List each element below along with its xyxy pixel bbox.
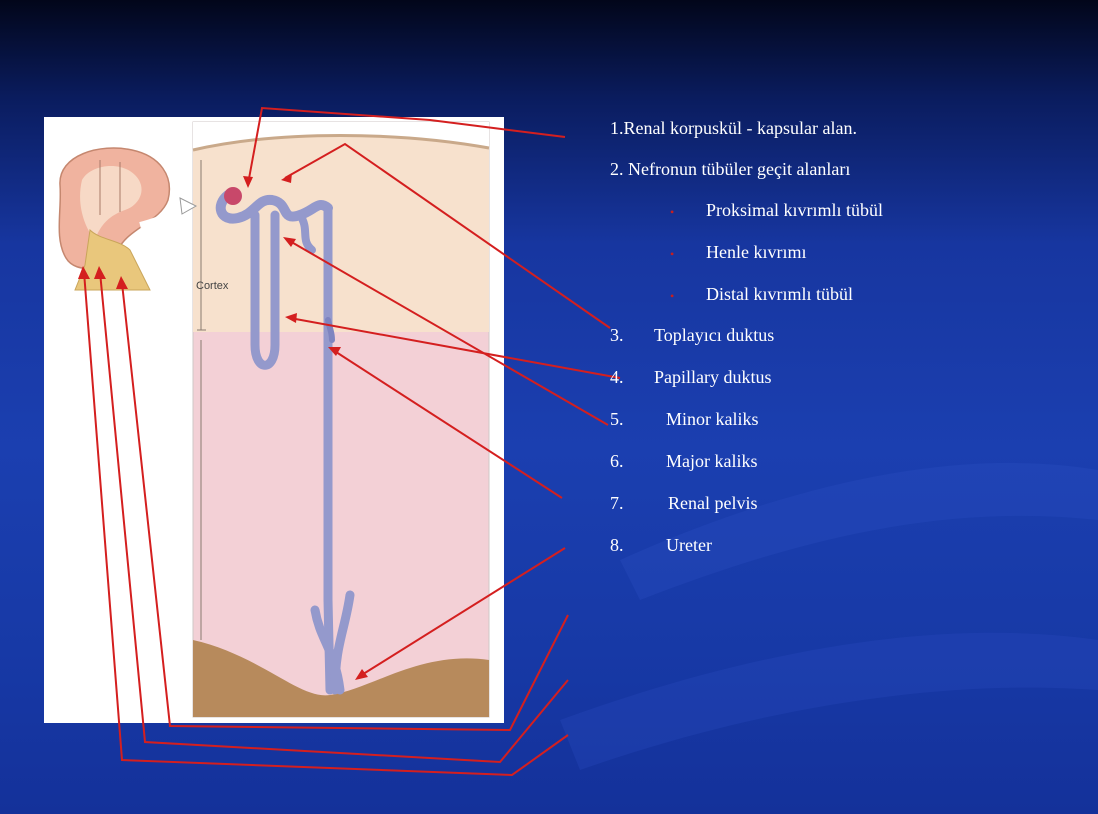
bullet-icon: • [670,289,686,304]
bullet-icon: • [670,205,686,220]
label-loop-of-henle: •Henle kıvrımı [670,242,806,263]
label-proximal-tubule: •Proksimal kıvrımlı tübül [670,200,883,221]
label-renal-corpuscle: 1.Renal korpuskül - kapsular alan. [610,118,857,139]
label-minor-calyx: 5.Minor kaliks [610,409,759,430]
label-ureter: 8.Ureter [610,535,712,556]
label-renal-pelvis: 7.Renal pelvis [610,493,757,514]
label-tubular-segments: 2. Nefronun tübüler geçit alanları [610,159,850,180]
label-papillary-duct: 4.Papillary duktus [610,367,772,388]
label-distal-tubule: •Distal kıvrımlı tübül [670,284,853,305]
figure-panel [44,117,504,723]
label-major-calyx: 6.Major kaliks [610,451,758,472]
bullet-icon: • [670,247,686,262]
label-collecting-duct: 3.Toplayıcı duktus [610,325,774,346]
